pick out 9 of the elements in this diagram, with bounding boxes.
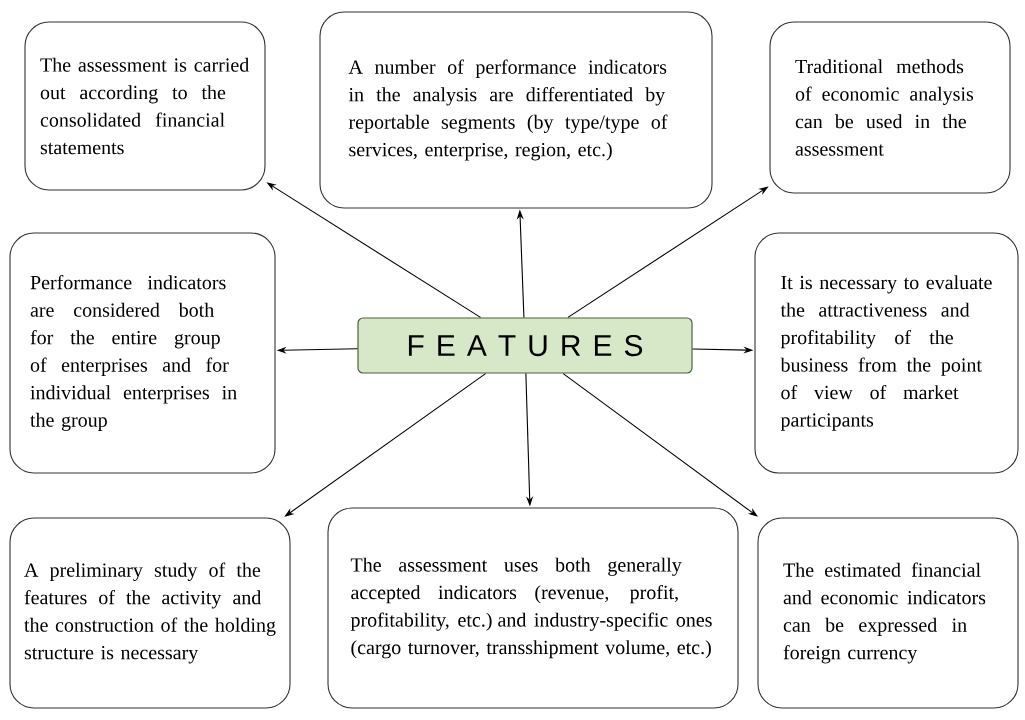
text-box: A preliminary study of the features of the activity and the construction of the holding structure is necessary xyxy=(9,517,291,709)
text-box: The assessment is carried out according to the consolidated financial statements xyxy=(24,21,266,191)
title-box: F E A T U R E S xyxy=(357,317,693,374)
text-box: Traditional methods of economic analysis can be used in the assessment xyxy=(769,21,1011,194)
text-box: Performance indicators are considered both for the entire group of enterprises and for individual enterprises in the group xyxy=(9,232,276,474)
text-box: It is necessary to evaluate the attractiveness and profitability of the business from the point of view of market participants xyxy=(754,232,1019,474)
text-box: A number of performance indicators in the analysis are differentiated by reportable segments (by type/type of services, enterprise, region, etc.) xyxy=(319,11,713,209)
text-box: The estimated financial and economic indicators can be expressed in foreign currency xyxy=(757,517,1019,709)
text-box: The assessment uses both generally accepted indicators (revenue, profit, profitability, etc.) and industry-specific ones (cargo turnover, transshipment volume, etc.) xyxy=(327,507,739,709)
